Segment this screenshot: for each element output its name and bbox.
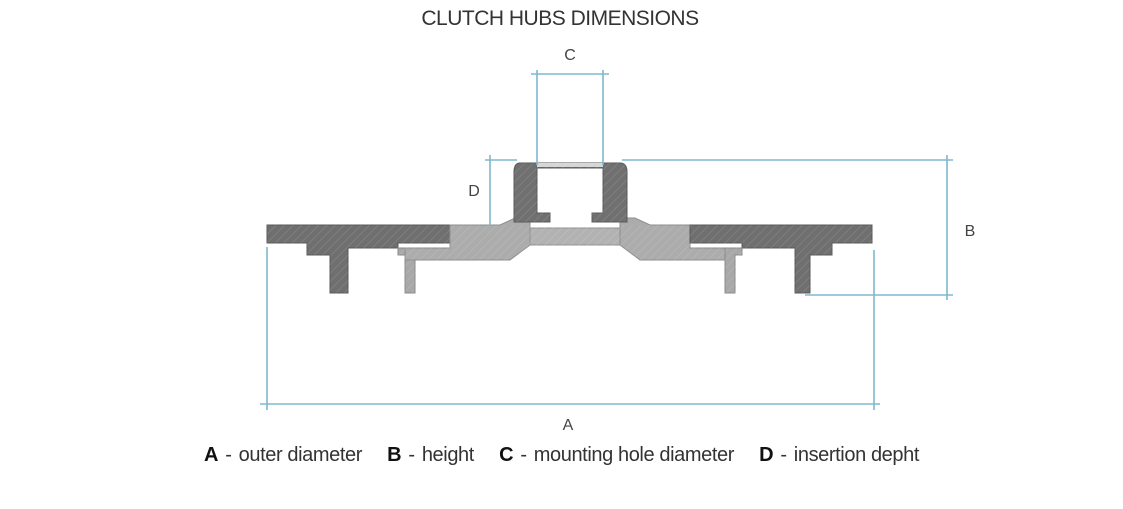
dim-label-b: B bbox=[965, 223, 976, 240]
diagram-title: CLUTCH HUBS DIMENSIONS bbox=[421, 7, 699, 30]
legend-text: height bbox=[421, 444, 474, 466]
dim-label-d: D bbox=[468, 183, 480, 200]
legend-key: D bbox=[759, 444, 774, 466]
legend-item-d: D - insertion depht bbox=[759, 444, 920, 466]
legend-key: B bbox=[387, 444, 402, 466]
dimension-legend: A - outer diameter B - height C - mounti… bbox=[0, 444, 1123, 467]
legend-item-c: C - mounting hole diameter bbox=[499, 444, 735, 466]
legend-key: A bbox=[203, 444, 219, 466]
legend-item-a: A - outer diameter bbox=[203, 444, 363, 466]
legend-text: insertion depht bbox=[793, 444, 920, 466]
dim-label-a: A bbox=[563, 417, 574, 434]
legend-item-b: B - height bbox=[387, 444, 474, 466]
hub-cross-section bbox=[266, 162, 873, 294]
dim-label-c: C bbox=[564, 47, 576, 64]
legend-key: C bbox=[499, 444, 514, 466]
legend-text: outer diameter bbox=[238, 444, 363, 466]
dimension-lines bbox=[260, 70, 953, 410]
legend-text: mounting hole diameter bbox=[533, 444, 735, 466]
